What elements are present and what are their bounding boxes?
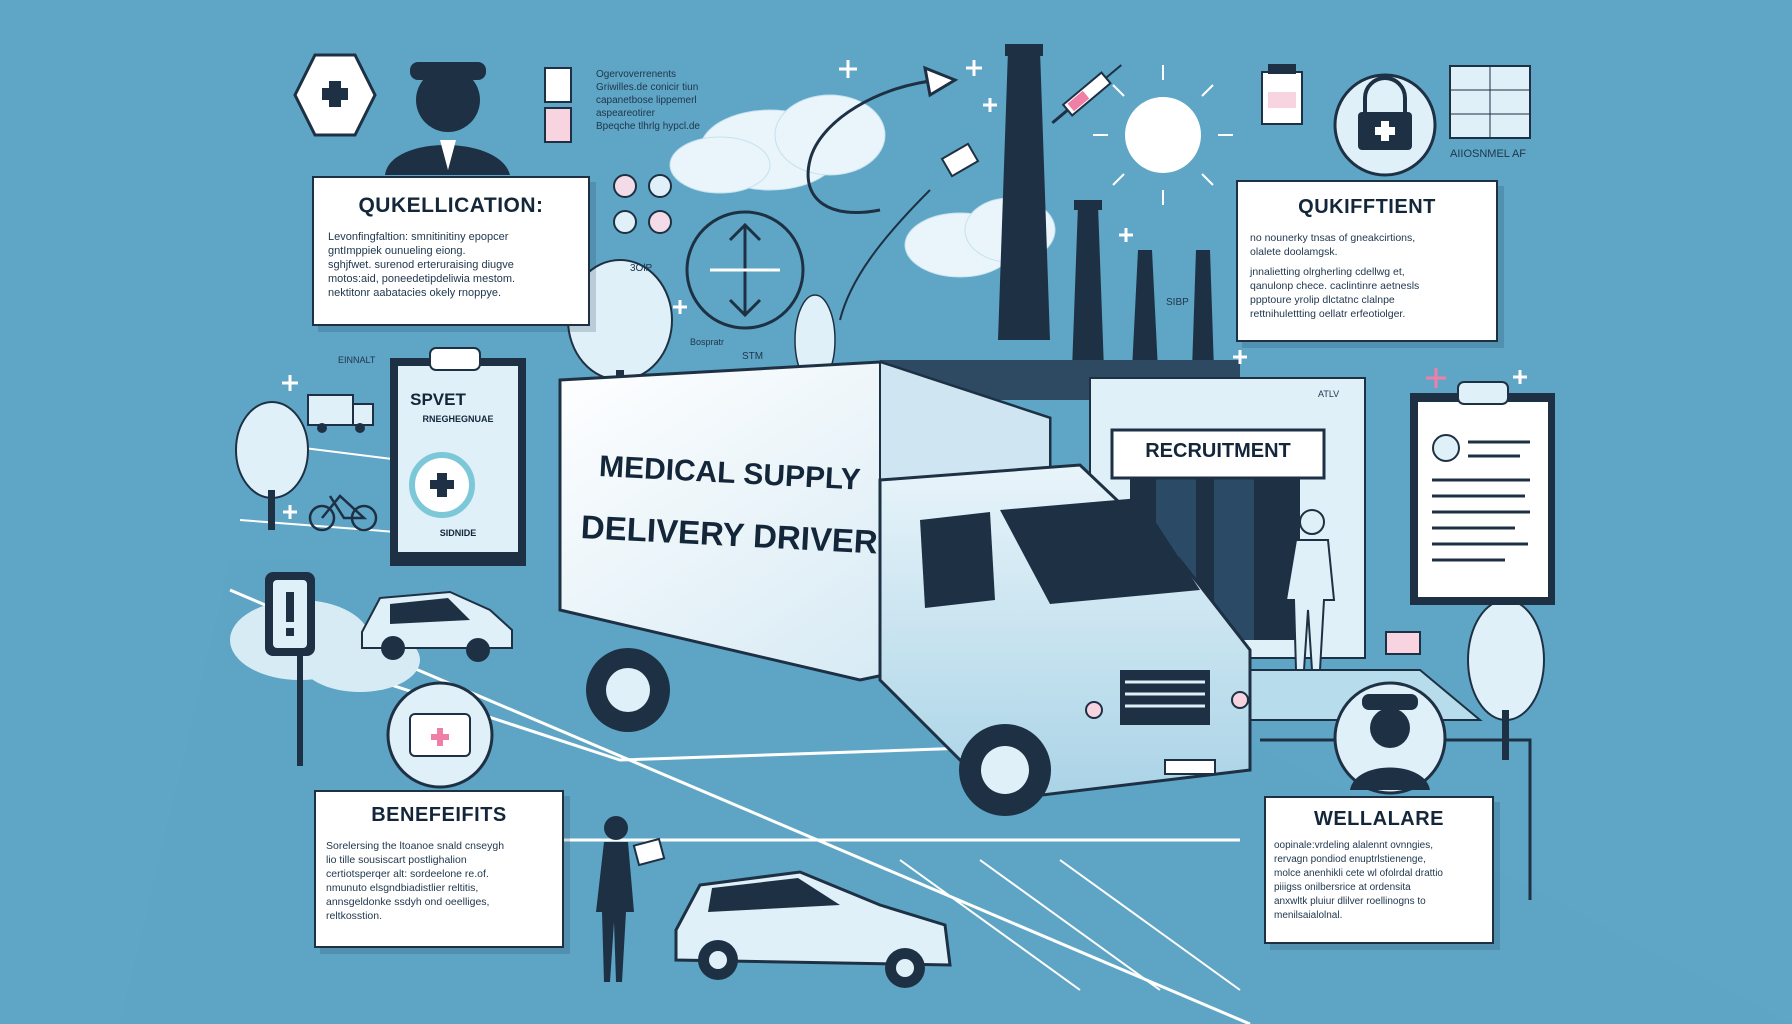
- top-note-line: capanetbose lippemerl: [596, 95, 697, 106]
- wellalare-line: oopinale:vrdeling alalennt ovnngies,: [1274, 840, 1434, 851]
- cloud-icon: [669, 94, 886, 194]
- label-bospratr: Bospratr: [690, 337, 725, 347]
- wellalare-title: WELLALARE: [1313, 808, 1445, 830]
- qualification-panel-right: QUKIFFTIENT no nounerky tnsas of gneakci…: [1236, 180, 1498, 342]
- warning-sign-icon: [265, 572, 315, 766]
- recruitment-sign-text: RECRUITMENT: [1145, 440, 1291, 462]
- qualification-right-line: rettnihulettting oellatr erfeotiolger.: [1250, 308, 1406, 320]
- sun-icon: [1093, 65, 1233, 205]
- person-silhouette-icon: [1284, 509, 1336, 671]
- qualification-left-line: gntImppiek ounueling eiong.: [328, 245, 466, 257]
- first-aid-kit-icon: [386, 681, 494, 789]
- benefits-line: nmunuto elsgndbiadistlier reltitis,: [326, 882, 479, 894]
- arrow-icon: [806, 65, 959, 321]
- qualification-right-line: no nounerky tnsas of gneakcirtions,: [1250, 232, 1416, 244]
- benefits-title: BENEFEIFITS: [371, 804, 507, 826]
- benefits-line: annsgeldonke ssdyh ond oeelliges,: [326, 896, 490, 908]
- qualification-right-line: jnnalietting olrgherling cdellwg et,: [1250, 266, 1405, 278]
- label-sibp: SIBP: [1166, 297, 1189, 308]
- plus-decorations: [282, 60, 1527, 519]
- top-note-line: Ogervoverrenents: [596, 69, 677, 80]
- direction-compass-icon: [685, 210, 805, 330]
- top-note-line: Bpeqche tlhrlg hypcl.de: [596, 121, 700, 132]
- qualification-left-line: motos:aid, poneedetipdeliwia mestom.: [328, 273, 516, 285]
- wellalare-panel: WELLALARE oopinale:vrdeling alalennt ovn…: [1264, 796, 1494, 944]
- lock-medical-icon: [1333, 73, 1437, 177]
- clipboard-illustration: [390, 347, 526, 566]
- qualification-right-line: olalete doolamgsk.: [1250, 246, 1338, 258]
- qualification-panel-left: QUKELLICATION: Levonfingfaltion: smnitin…: [312, 176, 590, 326]
- ambulance-icon: [307, 394, 374, 433]
- label-ainmal: EINNALT: [338, 355, 376, 365]
- benefits-panel: BENEFEIFITS Sorelersing the ltoanoe snal…: [314, 790, 564, 948]
- benefits-line: lio tille sousiscart postlighalion: [326, 854, 467, 866]
- qualification-left-line: sghjfwet. surenod erteruraising diugve: [328, 259, 514, 271]
- top-notes: Ogervoverrenents Griwilles.de conicir ti…: [596, 68, 706, 133]
- hourglass-icon: [544, 67, 572, 143]
- medical-cross-icon: [293, 53, 377, 137]
- label-stm: STM: [742, 351, 764, 362]
- wellalare-line: anxwltk pluiur dlilver roellinogns to: [1274, 896, 1426, 907]
- sedan-car-icon: [674, 870, 952, 988]
- clipboard-sign-footer: SIDNIDE: [439, 528, 477, 538]
- wellalare-line: rervagn pondiod enuptrlstienenge,: [1274, 854, 1426, 865]
- top-note-line: aspeareotirer: [596, 108, 655, 119]
- clipboard-sign-line1: SPVET: [410, 390, 466, 409]
- top-note-line: Griwilles.de conicir tiun: [596, 82, 699, 93]
- recruitment-sign-board: [1110, 428, 1326, 480]
- bicycle-icon: [308, 494, 378, 532]
- driver-portrait-icon: [1333, 681, 1447, 795]
- qualification-right-line: qanulonp chece. caclintinre aetnesls: [1250, 280, 1420, 292]
- person-with-clipboard-icon: [596, 816, 666, 982]
- label-atlv: ATLV: [1318, 389, 1340, 399]
- tree-icon: [1467, 599, 1545, 760]
- wellalare-line: piiigss onilbersrice at ordensita: [1274, 882, 1411, 893]
- document-clipboard-illustration: [1410, 381, 1555, 605]
- label-sallp: 3OlP: [630, 263, 653, 274]
- qualification-left-title: QUKELLICATION:: [358, 194, 544, 217]
- benefits-line: reltkosstion.: [326, 910, 383, 922]
- qualification-left-line: nektitonr aabatacies okely rnoppye.: [328, 287, 502, 299]
- clipboard-sign-line2: RNEGHEGNUAE: [422, 414, 494, 424]
- benefits-line: Sorelersing the ltoanoe snald cnseygh: [326, 840, 505, 852]
- benefits-line: certiotsperqer alt: sordeelone re.of.: [326, 868, 489, 880]
- tree-icon: [235, 401, 309, 530]
- medicine-bottle-icon: [1261, 64, 1303, 125]
- wellalare-line: menilsaialolnal.: [1274, 910, 1343, 921]
- pills-icon: [613, 174, 672, 234]
- driver-silhouette-icon: [385, 62, 510, 175]
- cabinet-icon: [1449, 65, 1531, 139]
- qualification-left-line: Levonfingfaltion: smnitinitiny epopcer: [328, 231, 509, 243]
- delivery-truck: [558, 360, 1252, 816]
- label-top-right: AIIOSNMEL AF: [1450, 148, 1527, 160]
- qualification-right-line: ppptoure yrolip dlctatnc clalnpe: [1250, 294, 1395, 306]
- syringe-icon: [1051, 64, 1122, 125]
- wellalare-line: molce anenhikli cete wl ofolrdal drattio: [1274, 868, 1443, 879]
- usb-connector-icon: [940, 142, 980, 178]
- small-car-icon: [361, 590, 513, 662]
- qualification-right-title: QUKIFFTIENT: [1298, 196, 1436, 218]
